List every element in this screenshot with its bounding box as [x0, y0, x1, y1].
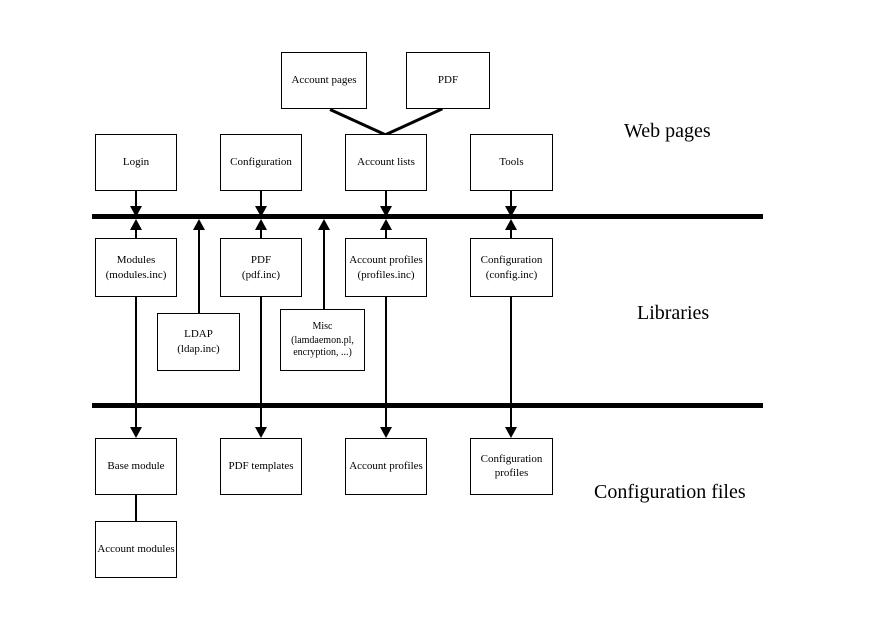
arrow-base-module-down-icon	[130, 427, 142, 438]
divider-web-libraries	[92, 214, 763, 219]
connector-account-profiles-lib-up	[385, 225, 387, 239]
node-account-modules-label: Account modules	[97, 543, 175, 556]
arrow-configuration-web-down-icon	[255, 206, 267, 217]
node-ldap-file: (ldap.inc)	[177, 343, 220, 355]
node-login: Login	[95, 134, 177, 191]
node-configuration-lib: Configuration (config.inc)	[470, 238, 553, 297]
connector-pdf-lib-to-pdf-templates	[260, 297, 262, 409]
node-base-module: Base module	[95, 438, 177, 495]
node-misc-file: (lamdaemon.pl,	[291, 334, 354, 346]
arrow-account-profiles-cfg-down-icon	[380, 427, 392, 438]
connector-account-profiles-lib-to-cfg	[385, 297, 387, 409]
node-pdf-lib: PDF (pdf.inc)	[220, 238, 302, 297]
connector-pdf-templates-down	[260, 408, 262, 430]
node-ldap-label: LDAP	[184, 328, 213, 341]
node-pdf-templates-label: PDF templates	[228, 460, 294, 473]
node-account-pages: Account pages	[281, 52, 367, 109]
section-label-configuration-files: Configuration files	[594, 481, 746, 503]
node-tools-label: Tools	[499, 156, 524, 169]
arrow-tools-down-icon	[505, 206, 517, 217]
node-base-module-label: Base module	[107, 460, 165, 473]
connector-login-down	[135, 191, 137, 213]
arrow-configuration-lib-up-icon	[505, 219, 517, 230]
node-account-pages-label: Account pages	[291, 74, 357, 87]
node-configuration-profiles-label2: profiles	[494, 467, 529, 479]
node-tools: Tools	[470, 134, 553, 191]
arrow-configuration-profiles-down-icon	[505, 427, 517, 438]
node-account-profiles-lib: Account profiles (profiles.inc)	[345, 238, 427, 297]
node-account-profiles-lib-file: (profiles.inc)	[357, 268, 415, 281]
node-modules-file: (modules.inc)	[105, 268, 167, 281]
node-misc-file-cont: encryption, ...)	[293, 347, 352, 359]
connector-configuration-lib-up	[510, 225, 512, 239]
node-misc-label: Misc	[312, 321, 333, 333]
node-account-profiles-cfg-label: Account profiles	[349, 460, 423, 473]
node-pdf-top: PDF	[406, 52, 490, 109]
connector-base-module-to-account-modules	[135, 494, 137, 522]
node-account-modules: Account modules	[95, 521, 177, 578]
connector-account-pages-to-account-lists	[329, 108, 388, 137]
node-configuration-web-label: Configuration	[230, 156, 292, 169]
arrow-account-profiles-lib-up-icon	[380, 219, 392, 230]
node-account-profiles-cfg: Account profiles	[345, 438, 427, 495]
arrow-ldap-up-icon	[193, 219, 205, 230]
arrow-misc-up-icon	[318, 219, 330, 230]
connector-configuration-lib-to-cfg	[510, 297, 512, 409]
arrow-pdf-templates-down-icon	[255, 427, 267, 438]
section-label-libraries: Libraries	[637, 302, 710, 324]
connector-modules-up	[135, 225, 137, 239]
arrow-account-lists-down-icon	[380, 206, 392, 217]
connector-configuration-web-down	[260, 191, 262, 213]
connector-ldap-up	[198, 225, 200, 313]
arrow-login-down-icon	[130, 206, 142, 217]
node-configuration-profiles: Configuration profiles	[470, 438, 553, 495]
node-ldap: LDAP (ldap.inc)	[157, 313, 240, 371]
connector-tools-down	[510, 191, 512, 213]
node-modules: Modules (modules.inc)	[95, 238, 177, 297]
connector-base-module-down	[135, 408, 137, 430]
connector-account-lists-down	[385, 191, 387, 213]
node-account-profiles-lib-label: Account profiles	[349, 253, 423, 266]
node-pdf-lib-label: PDF	[250, 253, 272, 266]
node-login-label: Login	[122, 156, 150, 169]
node-configuration-web: Configuration	[220, 134, 302, 191]
node-modules-label: Modules	[116, 253, 156, 266]
connector-pdf-lib-up	[260, 225, 262, 239]
node-account-lists: Account lists	[345, 134, 427, 191]
arrow-pdf-lib-up-icon	[255, 219, 267, 230]
node-pdf-top-label: PDF	[437, 74, 459, 87]
connector-account-profiles-cfg-down	[385, 408, 387, 430]
node-pdf-templates: PDF templates	[220, 438, 302, 495]
arrow-modules-up-icon	[130, 219, 142, 230]
node-configuration-profiles-label: Configuration	[480, 453, 543, 466]
connector-modules-to-base-module	[135, 297, 137, 409]
node-configuration-lib-label: Configuration	[480, 253, 543, 266]
node-pdf-lib-file: (pdf.inc)	[241, 268, 281, 281]
divider-libraries-configuration	[92, 403, 763, 408]
connector-pdf-to-account-lists	[385, 107, 444, 136]
connector-configuration-profiles-down	[510, 408, 512, 430]
node-account-lists-label: Account lists	[357, 156, 415, 169]
connector-misc-up	[323, 225, 325, 313]
section-label-web-pages: Web pages	[624, 120, 711, 142]
node-configuration-lib-file: (config.inc)	[485, 268, 538, 281]
node-misc: Misc (lamdaemon.pl, encryption, ...)	[280, 309, 365, 371]
